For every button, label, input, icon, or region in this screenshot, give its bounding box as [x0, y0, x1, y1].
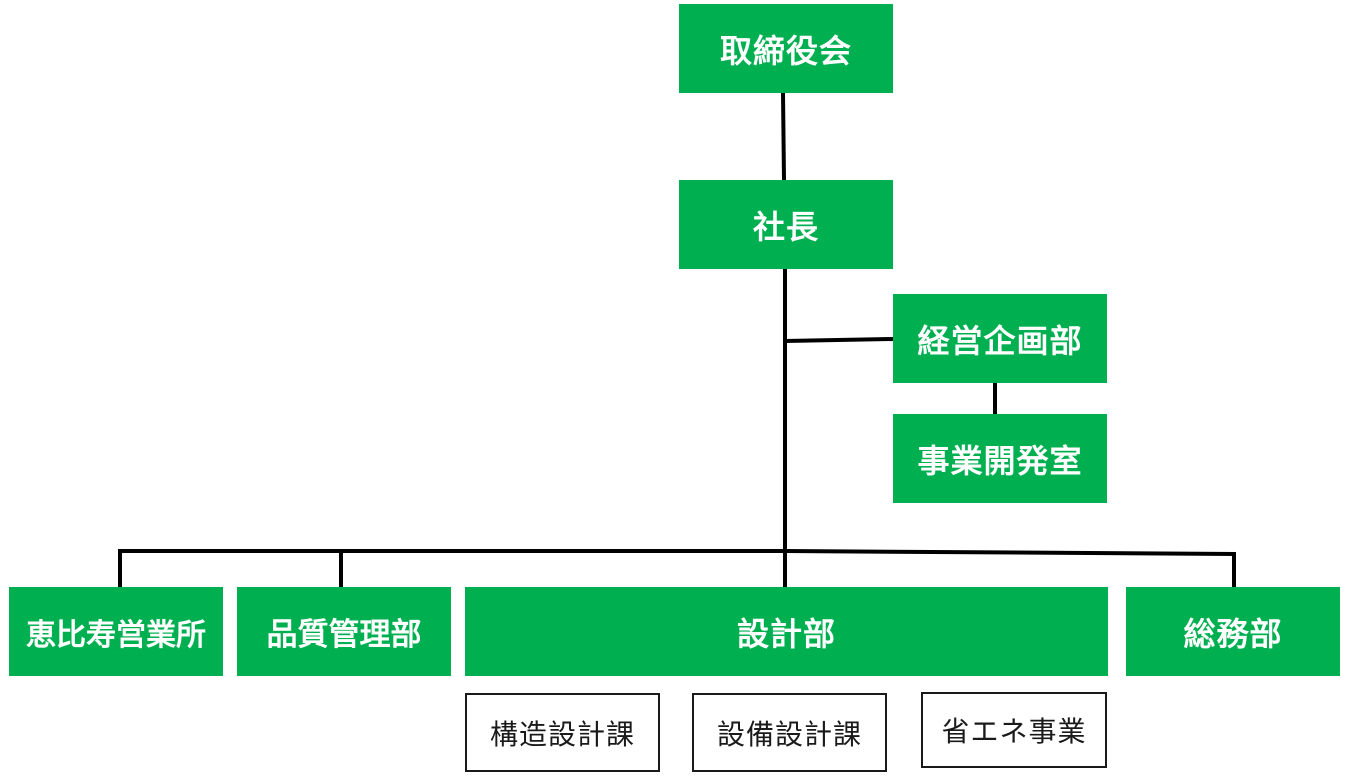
node-energy-saving-business: 省エネ事業 [921, 692, 1107, 768]
node-facilities-design-section: 設備設計課 [692, 693, 887, 772]
line-horizontal-bus-right [784, 549, 1237, 556]
node-quality-control: 品質管理部 [237, 587, 451, 676]
node-design-department: 設計部 [465, 587, 1108, 676]
node-business-development: 事業開発室 [893, 414, 1107, 503]
node-structural-design-section: 構造設計課 [465, 693, 660, 772]
node-general-affairs: 総務部 [1126, 587, 1340, 676]
node-board-of-directors: 取締役会 [679, 4, 893, 93]
line-board-president [781, 92, 786, 181]
node-ebisu-sales-office: 恵比寿営業所 [9, 587, 223, 676]
line-trunk-planning [784, 337, 894, 343]
node-corporate-planning: 経営企画部 [893, 294, 1107, 383]
node-president: 社長 [679, 180, 893, 269]
